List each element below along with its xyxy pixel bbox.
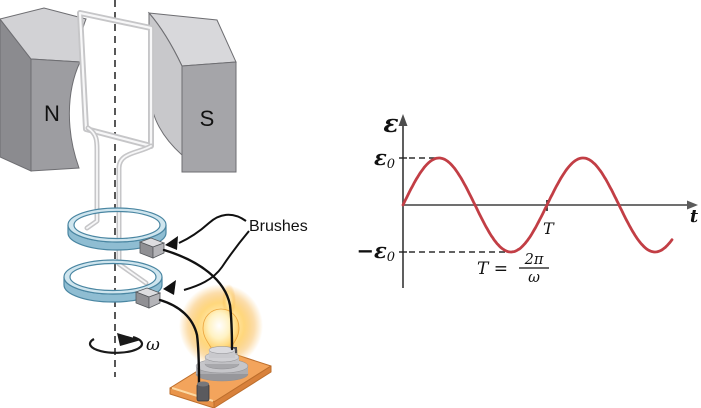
period-formula-numerator: 2π xyxy=(524,252,544,268)
magnet-north-front-face xyxy=(30,58,81,172)
rotation-arrow xyxy=(88,333,144,354)
rotation-arrow-arc xyxy=(88,335,144,354)
magnet-south-front-face xyxy=(181,61,237,173)
socket-neck xyxy=(209,350,235,358)
terminal-front-body xyxy=(196,383,210,402)
board-front-right-face xyxy=(213,365,272,408)
circuit-wire-top xyxy=(162,248,234,351)
y-axis-arrowhead xyxy=(398,114,408,126)
x-axis-label: t xyxy=(690,206,699,227)
period-formula-lhs: T = xyxy=(477,259,508,279)
emf-graph: ε t ε0 −ε0 T T = 2π ω xyxy=(356,109,699,288)
brush-bottom xyxy=(134,287,162,309)
brushes-pointer-bottom-arrowhead xyxy=(163,280,176,295)
terminal-front xyxy=(196,381,210,402)
emf-curve xyxy=(401,156,674,254)
rotation-arrow-head xyxy=(117,333,141,346)
magnet-south: S xyxy=(147,11,237,173)
amplitude-label: ε0 xyxy=(374,145,395,172)
brush-top-right-face xyxy=(152,242,165,259)
terminal-front-top xyxy=(197,381,209,387)
generator-diagram: N S xyxy=(0,0,308,408)
period-formula-denominator: ω xyxy=(528,270,540,286)
magnet-north: N xyxy=(0,7,87,172)
angular-velocity-label: ω xyxy=(146,335,160,355)
y-axis-label: ε xyxy=(383,109,398,138)
lead-wire-left-highlight xyxy=(86,127,98,229)
brush-bottom-right-face xyxy=(148,292,161,309)
brushes-label: Brushes xyxy=(249,218,308,235)
brushes-pointer-bottom xyxy=(183,230,250,291)
brushes-pointer-top xyxy=(178,213,247,244)
loop-lead-wires xyxy=(84,125,154,286)
circuit-wire-bottom xyxy=(158,298,201,387)
bulb-assembly xyxy=(169,284,272,408)
magnet-south-label: S xyxy=(200,106,215,131)
period-tick-label: T xyxy=(543,219,555,238)
lead-wire-right-highlight xyxy=(118,145,152,284)
slip-ring-rim xyxy=(67,207,167,243)
x-axis-arrowhead xyxy=(687,200,698,210)
brushes-pointer-top-arrowhead xyxy=(165,236,178,250)
neg-amplitude-label: −ε0 xyxy=(356,238,395,265)
magnet-north-label: N xyxy=(44,101,60,126)
socket-neck-top xyxy=(208,346,236,354)
bulb-socket xyxy=(195,346,249,382)
brush-top xyxy=(138,237,166,259)
period-formula: T = 2π ω xyxy=(477,252,549,286)
